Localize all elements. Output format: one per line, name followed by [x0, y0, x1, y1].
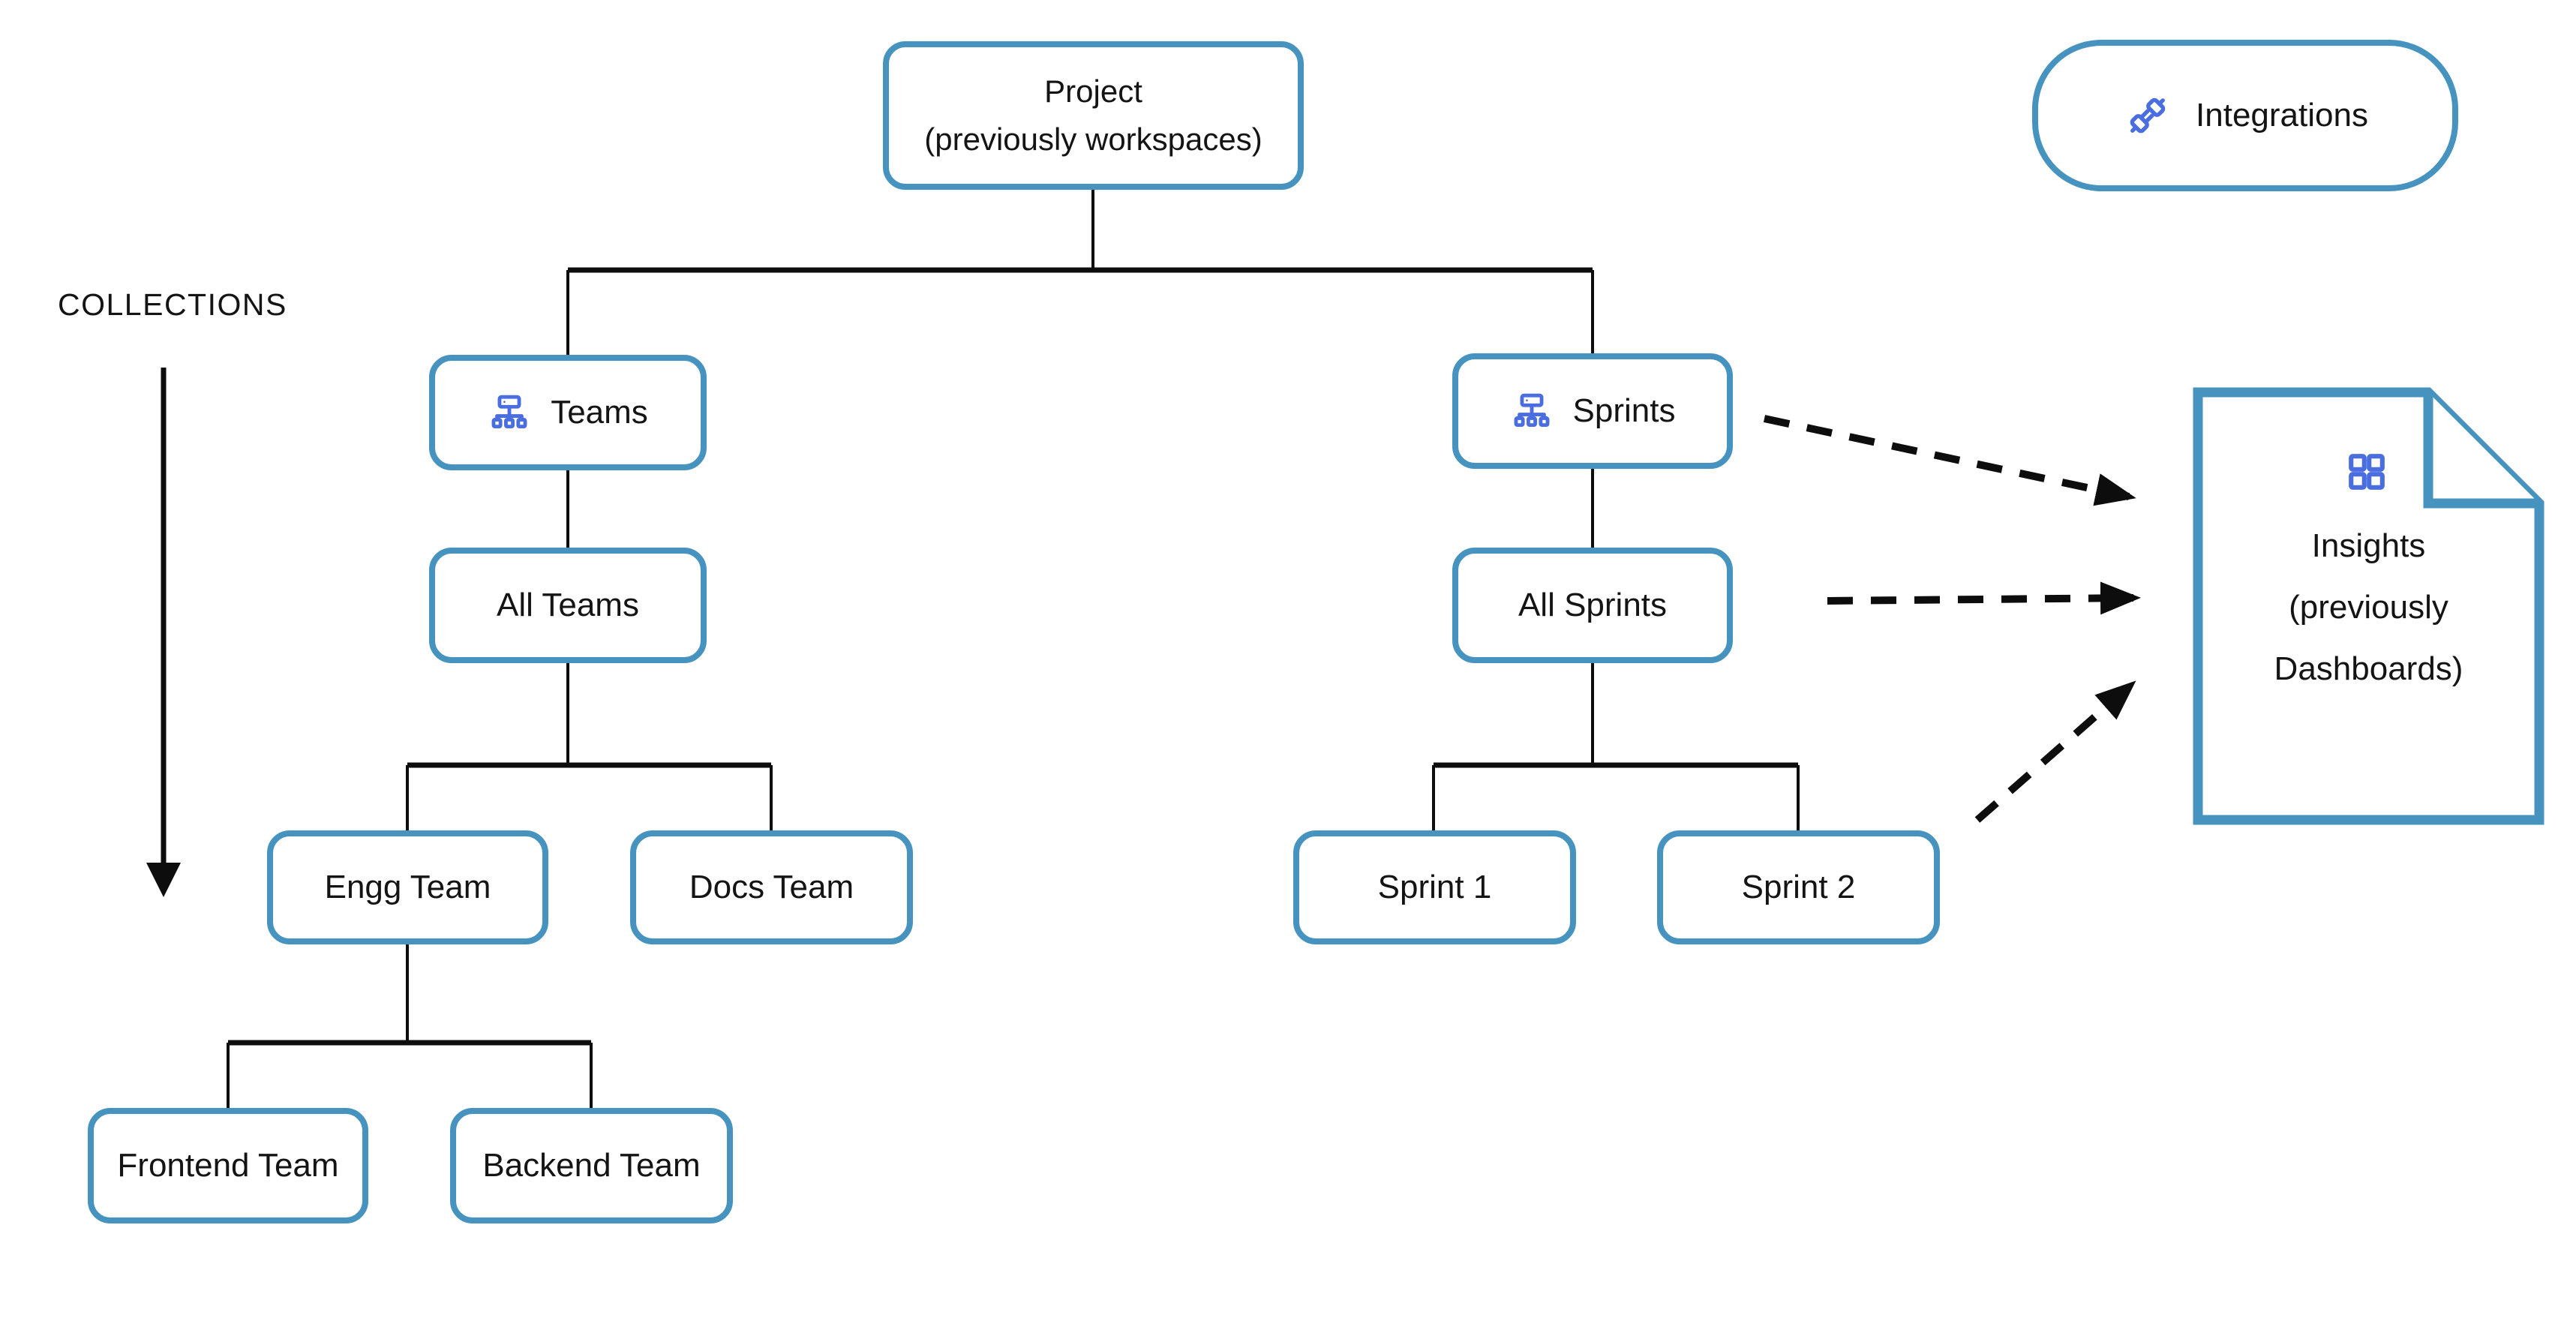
- collections-label: COLLECTIONS: [58, 287, 287, 322]
- node-engg-team[interactable]: Engg Team: [267, 830, 548, 944]
- dashed-arrow-allsprints-to-insights: [1827, 581, 2141, 615]
- node-all-sprints[interactable]: All Sprints: [1452, 548, 1733, 663]
- node-backend-team[interactable]: Backend Team: [450, 1108, 733, 1223]
- node-docs-team[interactable]: Docs Team: [630, 830, 913, 944]
- node-engg-team-label: Engg Team: [324, 868, 491, 905]
- node-docs-team-label: Docs Team: [689, 868, 854, 905]
- node-all-teams-label: All Teams: [497, 586, 639, 623]
- hierarchy-icon: [1514, 393, 1549, 428]
- node-sprint-2-label: Sprint 2: [1741, 868, 1856, 905]
- node-integrations[interactable]: Integrations: [2032, 40, 2458, 191]
- hierarchy-icon: [491, 395, 527, 429]
- node-sprint-1[interactable]: Sprint 1: [1293, 830, 1576, 944]
- node-frontend-team-label: Frontend Team: [117, 1146, 339, 1184]
- node-backend-team-label: Backend Team: [482, 1146, 701, 1184]
- node-teams[interactable]: Teams: [429, 355, 707, 470]
- plug-icon: [2130, 98, 2166, 134]
- node-sprints[interactable]: Sprints: [1452, 353, 1733, 469]
- node-sprint-2[interactable]: Sprint 2: [1657, 830, 1940, 944]
- node-project-label-line2: (previously workspaces): [924, 122, 1262, 157]
- dashed-arrow-sprints-to-insights: [1763, 415, 2136, 506]
- node-frontend-team[interactable]: Frontend Team: [88, 1108, 368, 1223]
- insights-document-fold: [2423, 392, 2539, 509]
- node-all-teams[interactable]: All Teams: [429, 548, 707, 663]
- node-sprint-1-label: Sprint 1: [1377, 868, 1492, 905]
- node-integrations-label: Integrations: [2196, 96, 2368, 134]
- node-all-sprints-label: All Sprints: [1518, 586, 1668, 623]
- dashed-arrow-sprint2-to-insights: [1974, 680, 2136, 823]
- node-project-label-line1: Project: [1044, 74, 1142, 110]
- node-teams-label: Teams: [551, 393, 648, 431]
- node-sprints-label: Sprints: [1572, 392, 1676, 429]
- node-project[interactable]: Project (previously workspaces): [883, 41, 1304, 190]
